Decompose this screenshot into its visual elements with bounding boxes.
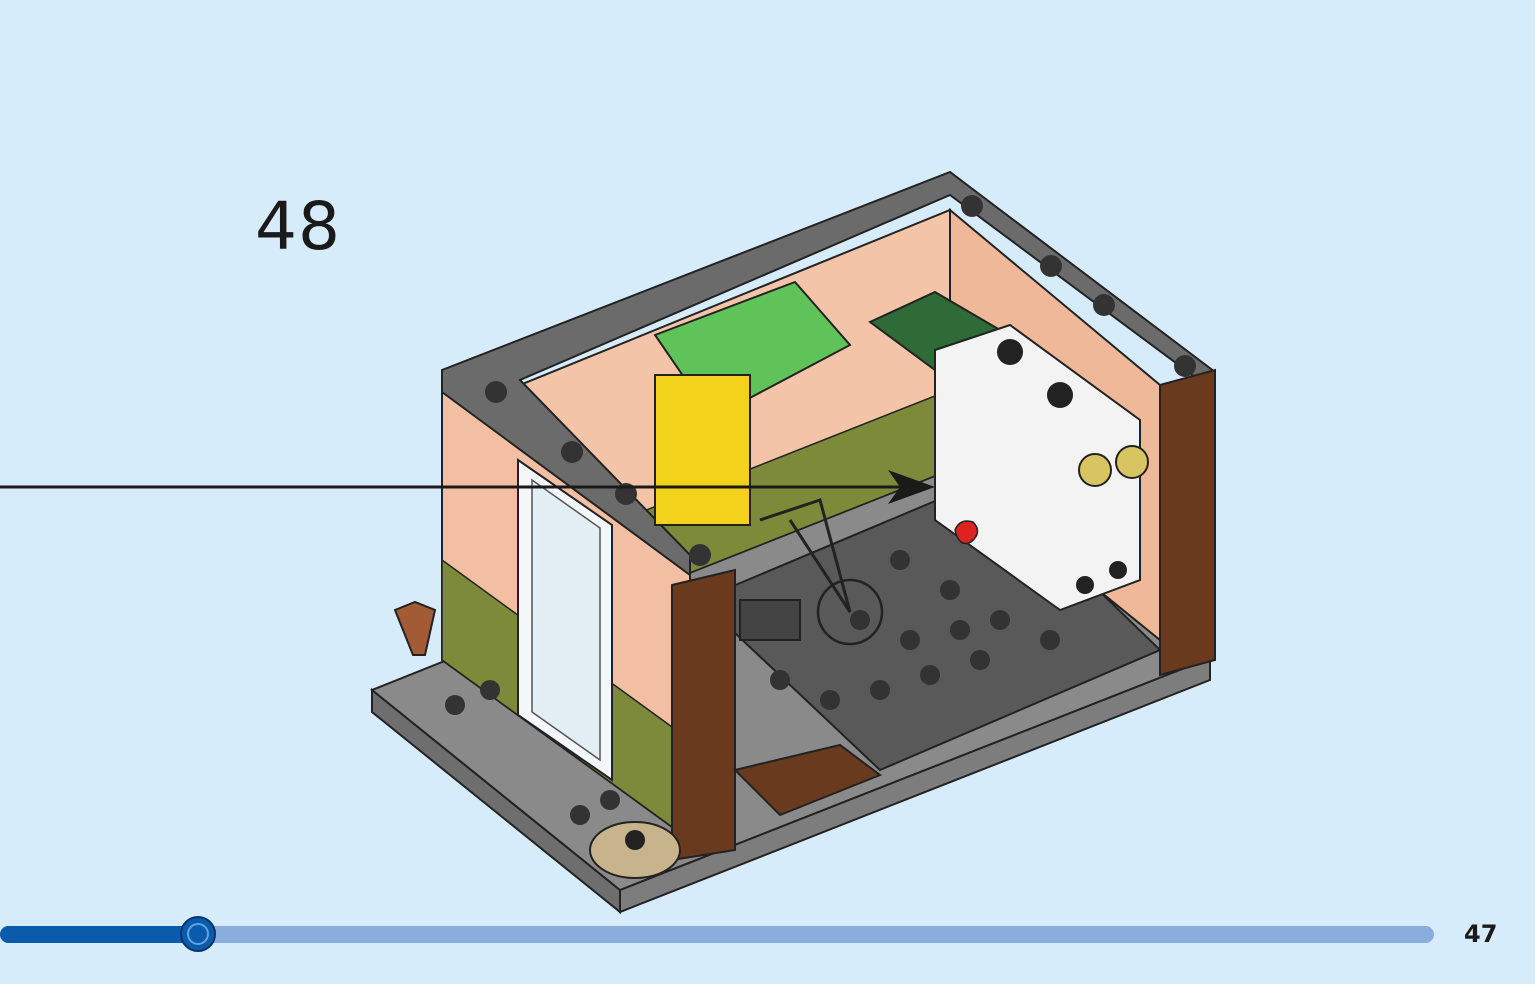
stud-row — [445, 195, 1196, 825]
front-brown-plate — [733, 743, 883, 817]
progress-fill — [0, 926, 198, 943]
corner-pillar-right — [1159, 368, 1216, 677]
pointer-arrow — [0, 470, 935, 504]
green-awning — [653, 280, 852, 526]
wall-top-frame — [441, 170, 1216, 577]
progress-bar[interactable] — [0, 926, 1434, 943]
corner-pillar-front — [671, 568, 736, 862]
front-left-decor — [393, 600, 681, 879]
white-machine — [934, 323, 1149, 612]
left-wall — [441, 378, 691, 842]
progress-handle[interactable] — [180, 916, 216, 952]
page-number: 47 — [1464, 920, 1498, 948]
step-number: 48 — [255, 188, 341, 265]
bicycle — [739, 498, 884, 646]
